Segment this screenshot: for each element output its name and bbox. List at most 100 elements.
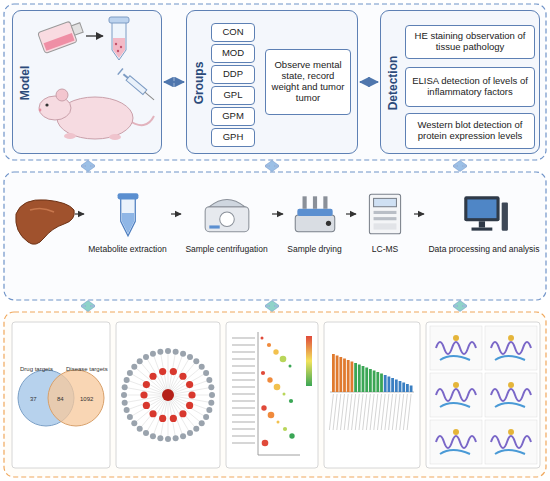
network-graph-part bbox=[131, 420, 137, 426]
panels-part bbox=[12, 10, 162, 154]
lcms-icon-part bbox=[374, 217, 397, 220]
process-step: Sample drying bbox=[285, 188, 344, 272]
chart-label: 1092 bbox=[80, 396, 93, 402]
network-graph-part bbox=[206, 377, 212, 383]
network-graph-part bbox=[173, 349, 179, 355]
dryer-icon bbox=[289, 188, 341, 240]
bar-chart-part bbox=[339, 357, 342, 392]
docking-panels-part bbox=[508, 382, 514, 388]
bar-chart-part bbox=[389, 394, 393, 430]
network-graph-part bbox=[168, 357, 190, 395]
process-box: CON bbox=[211, 23, 255, 42]
box-text: Sample drying bbox=[287, 244, 341, 254]
network-graph-part bbox=[203, 414, 209, 420]
docking-panels-part bbox=[453, 335, 459, 341]
lcms-icon-part bbox=[374, 211, 397, 214]
dot-plot-part bbox=[267, 377, 272, 382]
dot-plot-part bbox=[232, 379, 255, 380]
network-graph-part bbox=[168, 395, 196, 429]
panels-part bbox=[4, 4, 546, 160]
dryer-icon-part bbox=[312, 196, 316, 208]
panels-part bbox=[186, 10, 358, 154]
docking-panels-part bbox=[495, 450, 525, 454]
bar-chart-part bbox=[369, 369, 372, 392]
connector-arrow bbox=[360, 81, 378, 83]
bar-chart-part bbox=[358, 365, 361, 393]
group-box: GroupsCONMODDDPGPLGPMGPHObserve mental s… bbox=[186, 10, 358, 154]
network-graph-part bbox=[127, 414, 133, 420]
panel-arrows-part bbox=[81, 161, 95, 172]
liver-illustration-part bbox=[75, 213, 84, 214]
computer-icon-part bbox=[472, 228, 493, 231]
bar-chart-part bbox=[373, 371, 376, 393]
panel-arrows bbox=[81, 161, 467, 312]
network-graph-part bbox=[168, 380, 209, 395]
network-graph-part bbox=[159, 415, 166, 422]
color-scale bbox=[306, 336, 312, 386]
box-text: Metabolite extraction bbox=[88, 244, 166, 254]
lcms-icon-part bbox=[374, 198, 397, 206]
thumbnail-frames-part bbox=[12, 322, 110, 468]
bar-chart-part bbox=[384, 375, 387, 392]
dot-plot-part bbox=[232, 386, 255, 387]
bar-chart-part bbox=[352, 394, 356, 430]
venn-diagram-part bbox=[48, 370, 104, 426]
network-graph-part bbox=[186, 402, 193, 409]
network-graph-part bbox=[199, 420, 205, 426]
panel-arrows-part bbox=[453, 161, 467, 172]
dot-plot-part bbox=[232, 358, 255, 359]
panel-arrows-part bbox=[265, 301, 279, 312]
bar-chart-part bbox=[359, 394, 363, 430]
network-graph bbox=[121, 348, 215, 442]
thumbnail-frames-part bbox=[426, 322, 540, 468]
network-graph-part bbox=[168, 395, 206, 417]
network-graph-part bbox=[187, 430, 193, 436]
network-graph-part bbox=[130, 373, 168, 395]
network-graph-part bbox=[137, 426, 143, 432]
dot-plot-part bbox=[232, 400, 255, 401]
bar-chart-part bbox=[347, 360, 350, 392]
bar-chart-part bbox=[378, 394, 382, 430]
box-text: GPL bbox=[223, 90, 242, 101]
network-graph-part bbox=[124, 377, 130, 383]
network-graph-part bbox=[203, 370, 209, 376]
docking-panels-part bbox=[436, 436, 476, 448]
dot-plot-axes bbox=[258, 332, 300, 455]
model-illustration-part bbox=[117, 50, 119, 52]
dot-plot-part bbox=[232, 407, 255, 408]
dryer-icon-part bbox=[325, 221, 330, 226]
centrifuge-icon-part bbox=[205, 207, 249, 232]
dot-plot-part bbox=[289, 399, 293, 403]
network-graph-part bbox=[143, 430, 149, 436]
docking-panels-part bbox=[440, 450, 470, 454]
chart-label: 37 bbox=[30, 396, 37, 402]
dot-plot-part bbox=[232, 428, 255, 429]
network-graph-part bbox=[209, 392, 215, 398]
docking-panels-part bbox=[430, 326, 482, 370]
panel-arrows-part bbox=[265, 161, 279, 172]
centrifuge-icon-part bbox=[209, 225, 219, 228]
network-graph-part bbox=[150, 433, 156, 439]
network-graph-part bbox=[149, 410, 156, 417]
model-illustration-part-part bbox=[118, 69, 123, 75]
network-graph-part bbox=[188, 391, 195, 398]
bar-chart-part bbox=[337, 394, 341, 430]
docking-panels-part bbox=[485, 326, 537, 370]
network-graph-part bbox=[168, 395, 169, 439]
network-graph-part bbox=[199, 364, 205, 370]
step-icon bbox=[289, 188, 341, 240]
computer-icon-part bbox=[464, 196, 499, 221]
model-illustration-part-part bbox=[71, 23, 83, 35]
bar-chart-part bbox=[370, 394, 374, 430]
dot-plot-part bbox=[232, 393, 255, 394]
model-illustration-part bbox=[38, 18, 86, 53]
lcms-icon-part bbox=[369, 194, 400, 234]
model-illustration-part bbox=[45, 103, 48, 106]
computer-icon-part bbox=[467, 199, 496, 218]
dot-plot-part bbox=[268, 412, 275, 419]
group-title: Model bbox=[16, 11, 34, 155]
docking-panels-part bbox=[491, 342, 531, 354]
centrifuge-icon bbox=[201, 188, 253, 240]
process-step: Sample centrifugation bbox=[183, 188, 270, 272]
bar-chart-part bbox=[362, 366, 365, 392]
